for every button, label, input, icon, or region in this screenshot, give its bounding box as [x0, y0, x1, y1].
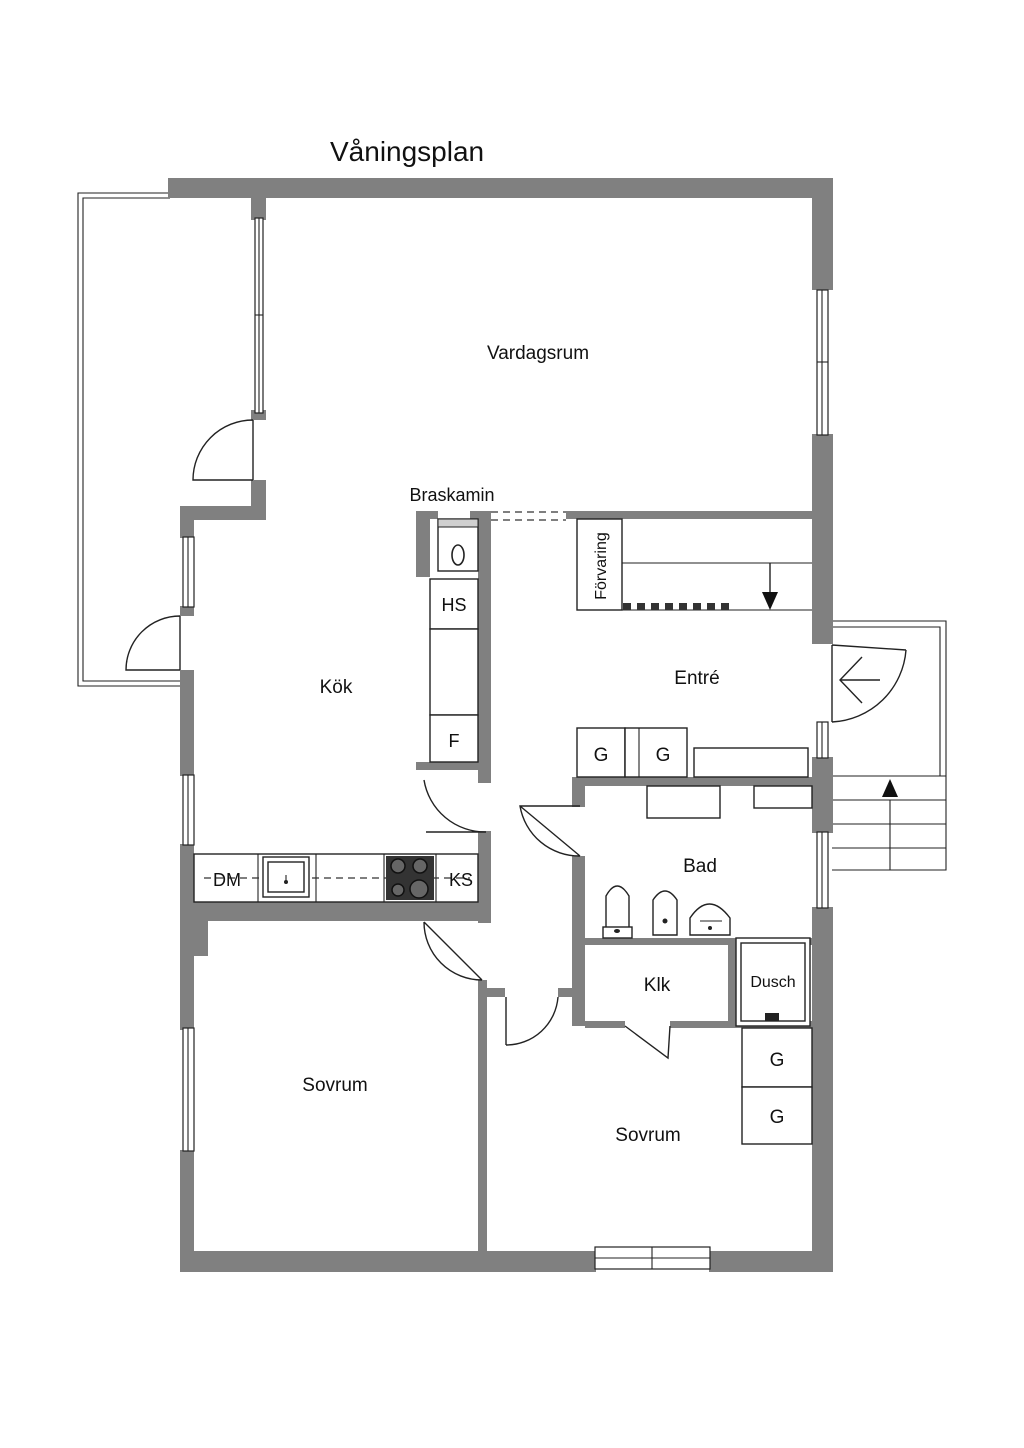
- hs-label: HS: [441, 595, 466, 615]
- bedroom-wardrobes: [741, 1027, 813, 1145]
- room-labels: Vardagsrum Kök Entré Bad Klk Sovrum Sovr…: [302, 343, 719, 1146]
- balcony: [77, 192, 180, 687]
- room-bad: Bad: [683, 856, 717, 877]
- room-kok: Kök: [320, 677, 353, 698]
- entrance-wardrobes: [576, 727, 809, 778]
- forvaring-label: Förvaring: [593, 532, 610, 600]
- windows: [182, 217, 829, 1270]
- entrance-steps: [832, 620, 947, 871]
- plan-title: Våningsplan: [330, 136, 484, 167]
- room-sovrum-right: Sovrum: [615, 1125, 680, 1146]
- fireplace: [437, 511, 566, 572]
- kitchen-tall-cabinets: [429, 578, 479, 763]
- room-klk: Klk: [644, 975, 671, 996]
- entre-wardrobe-g2-label: G: [656, 745, 671, 766]
- ks-label: KS: [449, 870, 473, 890]
- dusch-label: Dusch: [750, 974, 795, 991]
- storage-closet: [576, 518, 812, 611]
- room-vardagsrum: Vardagsrum: [487, 343, 589, 364]
- shower: [735, 937, 811, 1027]
- room-entre: Entré: [674, 668, 719, 689]
- dm-label: DM: [213, 870, 241, 890]
- fixture-labels: Braskamin Förvaring HS F DM KS Dusch G G…: [213, 485, 796, 1128]
- braskamin-label: Braskamin: [409, 485, 494, 505]
- sovrum-wardrobe-g1-label: G: [770, 1050, 785, 1071]
- kitchen-counter: [193, 853, 479, 903]
- room-sovrum-left: Sovrum: [302, 1075, 367, 1096]
- entre-wardrobe-g1-label: G: [594, 745, 609, 766]
- exterior-walls: [168, 178, 833, 1272]
- doors: [125, 419, 907, 1060]
- bathroom-fixtures: [602, 785, 813, 939]
- sovrum-wardrobe-g2-label: G: [770, 1107, 785, 1128]
- f-label: F: [449, 731, 460, 751]
